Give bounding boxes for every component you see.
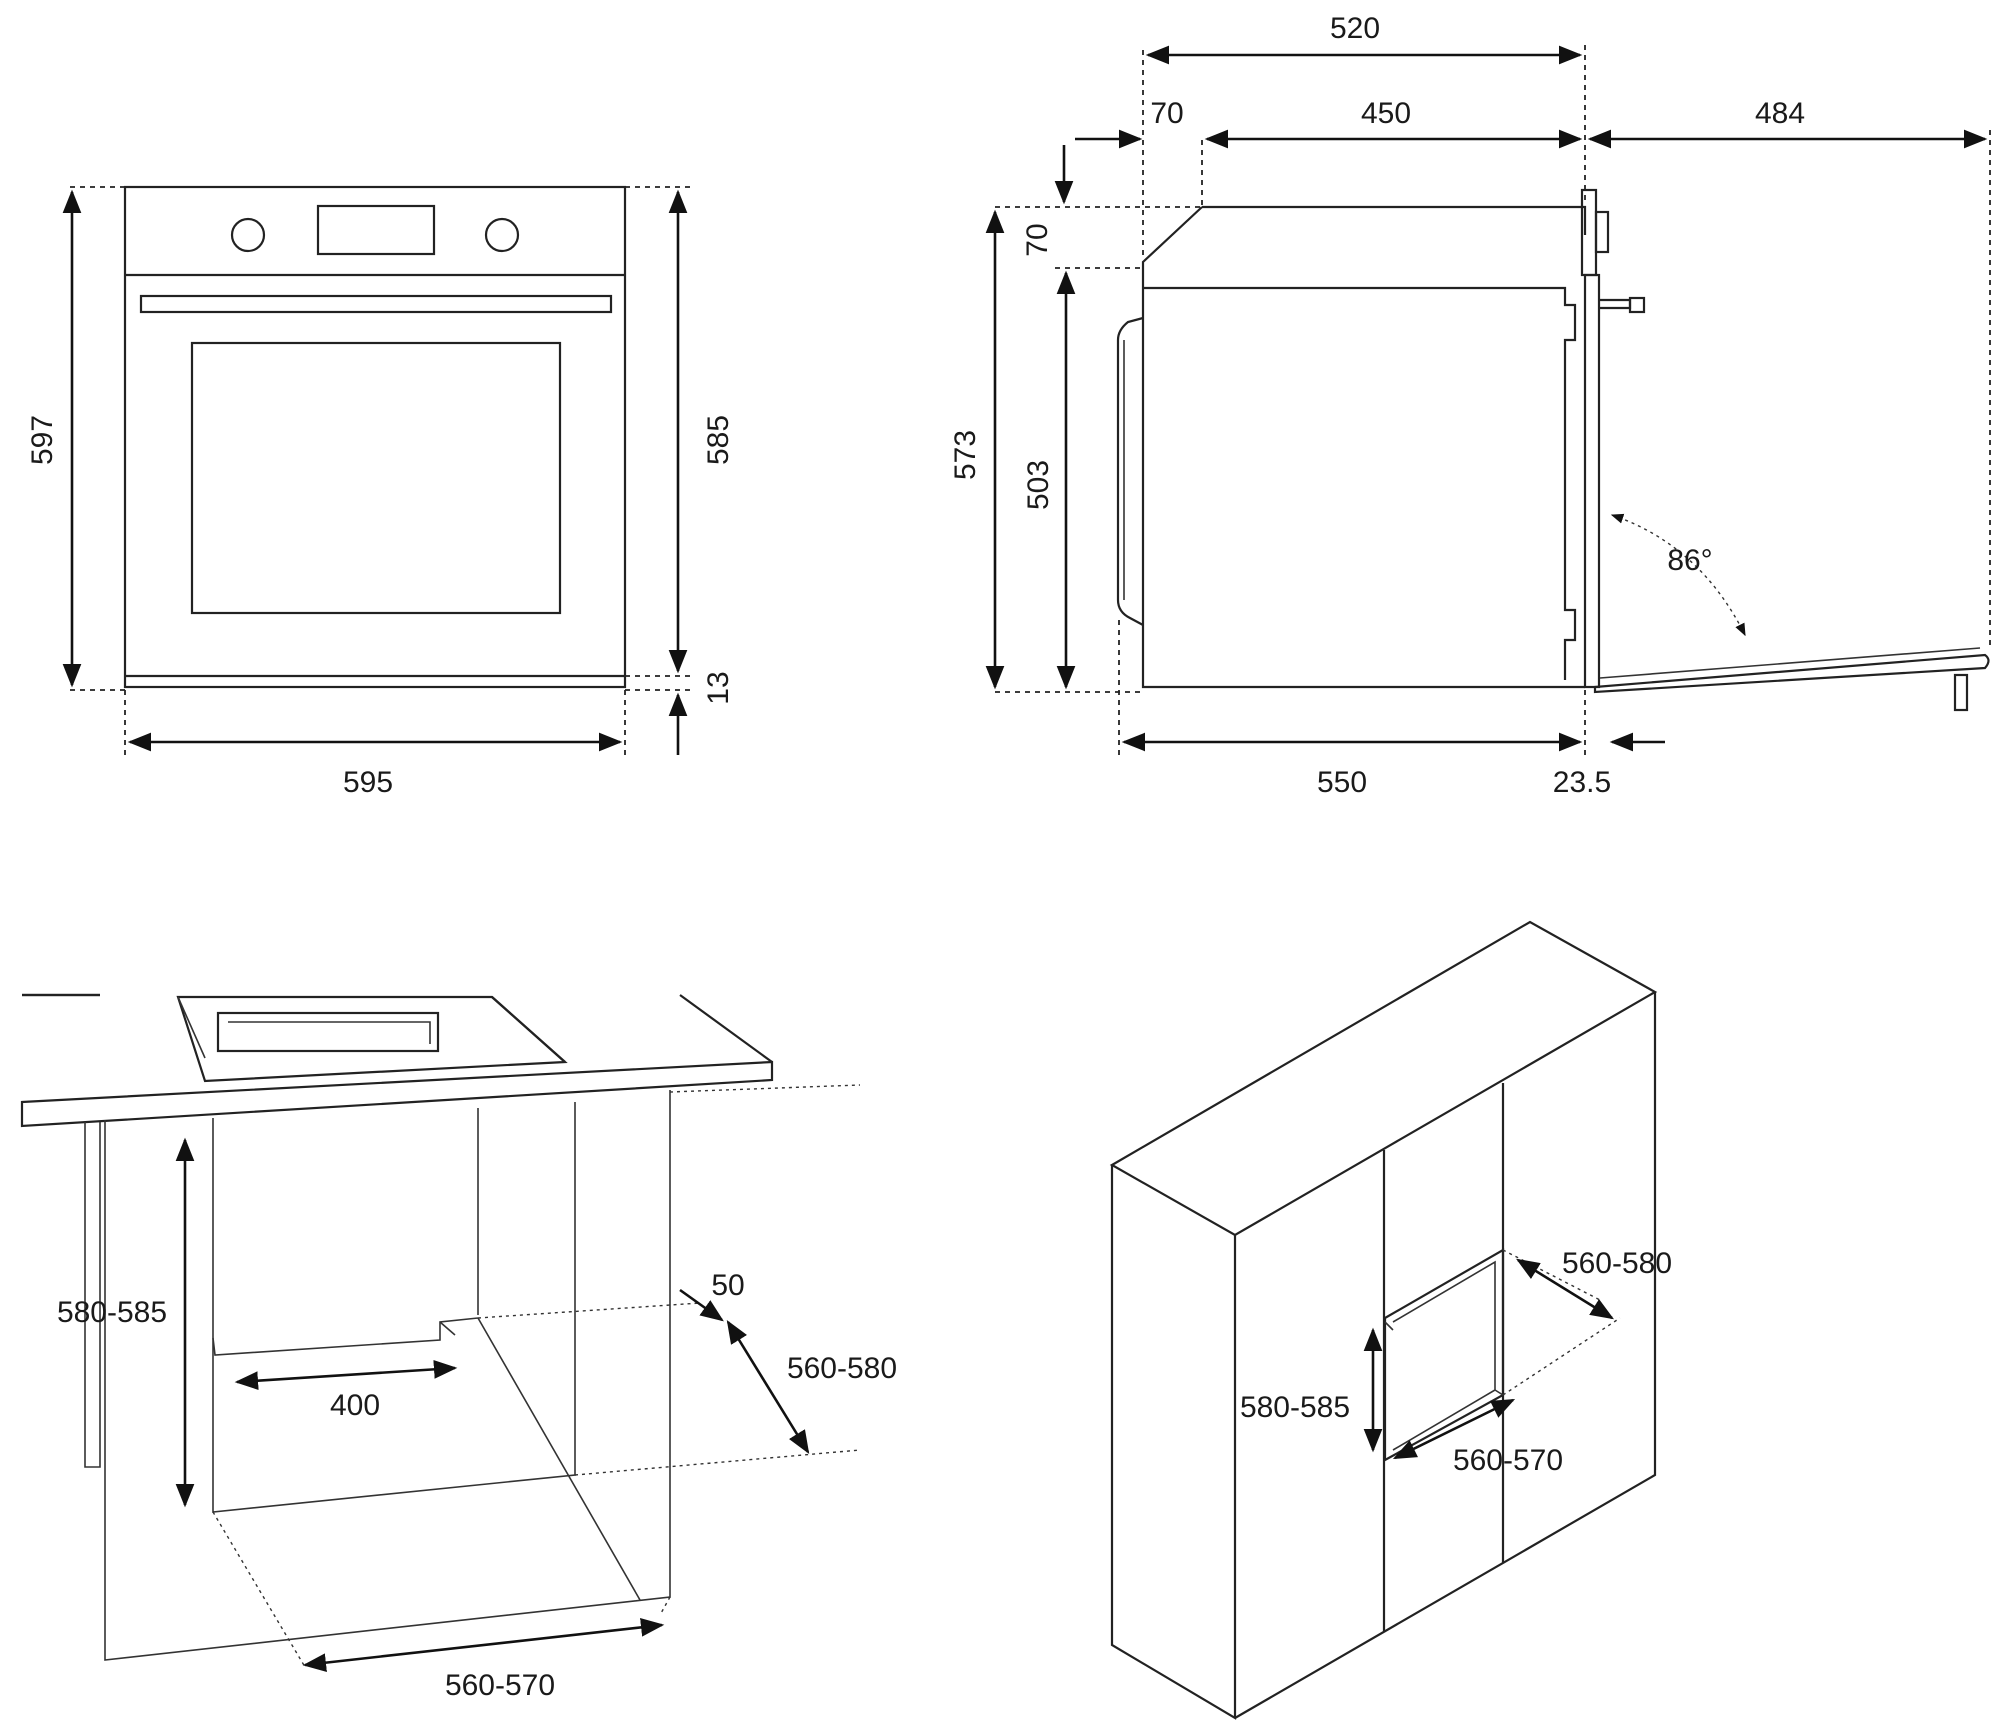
column-install: 560-580 580-585 560-570 [1109, 920, 1672, 1720]
front-height-bottom-label: 13 [702, 671, 735, 704]
left-knob-icon [230, 217, 266, 253]
uc-vent-width-label: 400 [330, 1389, 380, 1422]
col-niche-width-label: 560-570 [1453, 1444, 1563, 1477]
side-height-total-label: 573 [949, 430, 982, 480]
niche-width-arrow [302, 1618, 665, 1672]
side-height-body-label: 503 [1022, 460, 1055, 510]
uc-niche-depth-label: 560-580 [787, 1352, 897, 1385]
col-niche-depth-label: 560-580 [1562, 1247, 1672, 1280]
front-view: 597 585 13 595 [26, 185, 735, 799]
side-depth-inner-label: 450 [1361, 97, 1411, 130]
niche-depth-arrow [726, 1320, 810, 1454]
front-height-body-label: 585 [702, 415, 735, 465]
oven-front-body [123, 185, 627, 689]
uc-vent-gap-label: 50 [711, 1269, 744, 1302]
under-cabinet [84, 1090, 671, 1661]
column-niche [1383, 1248, 1505, 1462]
side-panel-offset-label: 70 [1150, 97, 1183, 130]
side-door-open-label: 484 [1755, 97, 1805, 130]
col-niche-width-arrow [1392, 1398, 1516, 1460]
side-depth-top-label: 520 [1330, 12, 1380, 45]
tall-cabinet [1109, 920, 1658, 1720]
side-depth-body-label: 550 [1317, 766, 1367, 799]
side-top-offset-label: 70 [1021, 223, 1054, 256]
vent-width-arrow [234, 1360, 458, 1390]
right-knob-icon [484, 217, 520, 253]
side-view: 520 70 450 484 573 70 503 86° 550 23.5 [949, 12, 1991, 799]
oven-side-body [1116, 188, 1990, 712]
vent-gap-arrow [679, 1288, 724, 1322]
front-height-total-label: 597 [26, 415, 59, 465]
col-niche-depth-arrow [1516, 1258, 1614, 1320]
col-niche-height-label: 580-585 [1240, 1391, 1350, 1424]
front-width-label: 595 [343, 766, 393, 799]
uc-niche-height-label: 580-585 [57, 1296, 167, 1329]
under-counter-install: 580-585 50 560-580 400 560-570 [20, 993, 897, 1702]
worktop [20, 993, 774, 1128]
side-door-thickness-label: 23.5 [1553, 766, 1611, 799]
side-door-angle-label: 86° [1667, 544, 1712, 577]
uc-niche-width-label: 560-570 [445, 1669, 555, 1702]
door-angle-arc [1610, 513, 1746, 637]
